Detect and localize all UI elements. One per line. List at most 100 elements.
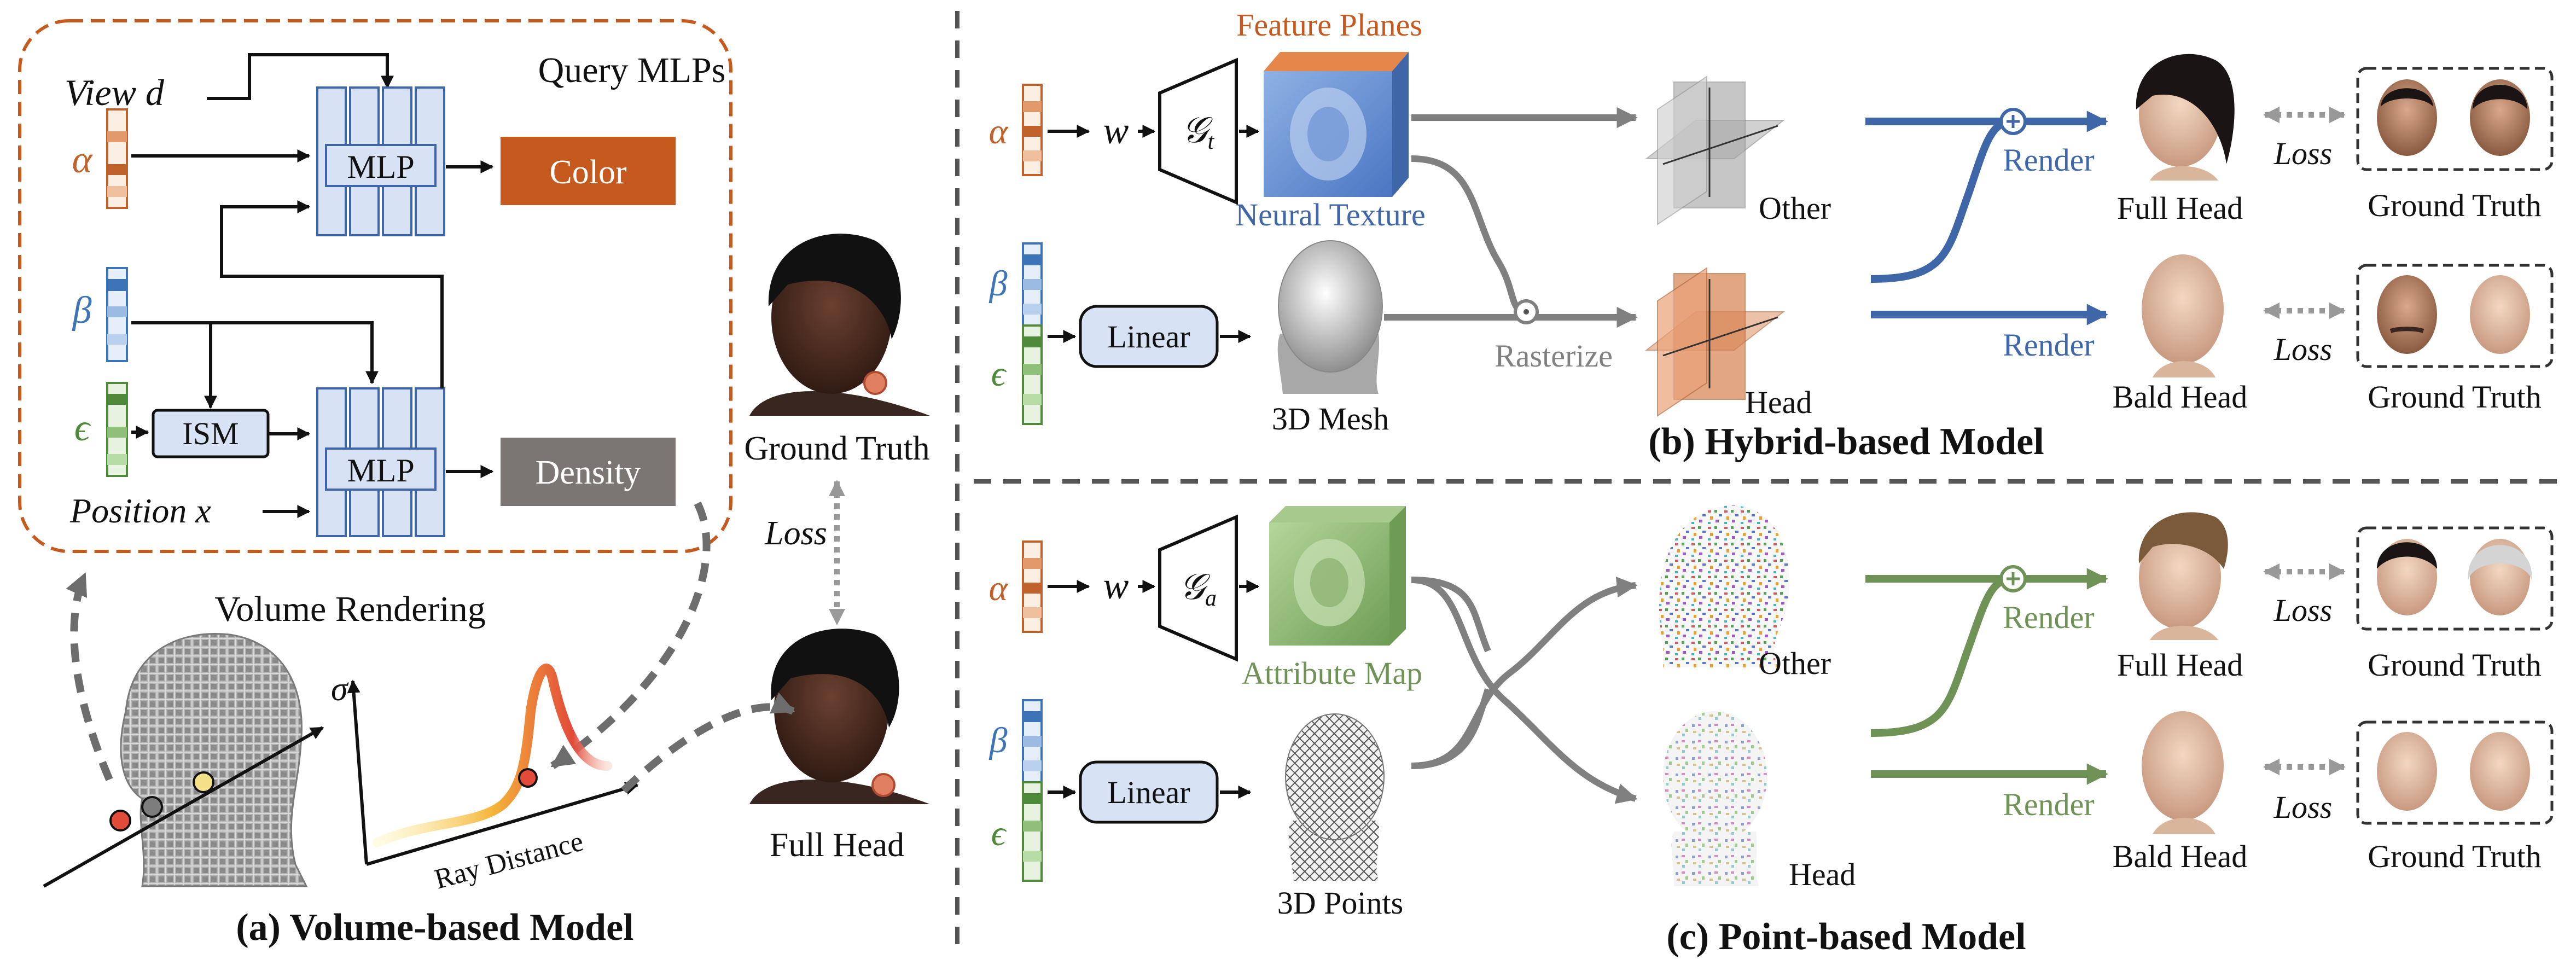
loss-label-a: Loss <box>764 515 827 552</box>
query-dashed-arrow <box>66 572 113 781</box>
gt-frame-bottom-b <box>2356 264 2554 368</box>
beta-branch-line <box>131 321 379 385</box>
caption-a: (a) Volume-based Model <box>236 906 633 949</box>
bald-head-c <box>2142 711 2224 834</box>
epsilon-symbol: ϵ <box>74 407 91 449</box>
panel-a: Query MLPs View d α MLP Color <box>18 19 935 949</box>
query-mlps-label: Query MLPs <box>538 50 726 90</box>
texture-to-raster-curve <box>1411 155 1527 315</box>
w-symbol-b: w <box>1103 110 1129 152</box>
density-curve <box>373 664 612 847</box>
gt-bottom-label-c: Ground Truth <box>2368 839 2541 874</box>
other-label-c: Other <box>1759 646 1831 681</box>
mlp-top-block <box>316 86 445 236</box>
bald-head-label-c: Bald Head <box>2113 839 2247 874</box>
caption-b: (b) Hybrid-based Model <box>1648 421 2044 463</box>
alpha-vector-b <box>1022 84 1043 176</box>
gt-pair-top-b <box>2377 79 2530 156</box>
epsilon-vector-b <box>1022 324 1043 425</box>
sigma-label: σ <box>331 671 349 708</box>
generator-t-trapezoid <box>1158 57 1238 205</box>
alpha-symbol-b: α <box>989 112 1009 152</box>
query-mlps-frame <box>18 19 732 553</box>
mlp-bottom-block <box>316 387 445 537</box>
gt-pair-bottom-c <box>2377 732 2530 811</box>
attribute-map-label: Attribute Map <box>1242 655 1422 691</box>
gt-top-label-c: Ground Truth <box>2368 647 2541 683</box>
epsilon-symbol-b: ϵ <box>991 354 1007 394</box>
linear-label-b: Linear <box>1107 319 1190 354</box>
alpha-symbol: α <box>72 139 93 181</box>
caption-c: (c) Point-based Model <box>1666 916 2026 958</box>
gt-pair-bottom-b <box>2377 275 2530 354</box>
points-head <box>1285 713 1385 881</box>
points-label: 3D Points <box>1277 885 1403 921</box>
render-top-label-b: Render <box>2003 142 2095 178</box>
rasterize-node-dot <box>1523 309 1529 315</box>
bald-head-b <box>2142 254 2224 377</box>
gt-bottom-label-b: Ground Truth <box>2368 379 2541 415</box>
mesh-head <box>1277 240 1383 394</box>
full-head-c <box>2138 512 2228 640</box>
beta-vector <box>106 267 128 362</box>
ism-label: ISM <box>182 416 239 451</box>
rasterize-label: Rasterize <box>1495 338 1613 374</box>
epsilon-symbol-c: ϵ <box>991 813 1007 853</box>
volume-rendering-label: Volume Rendering <box>214 589 486 629</box>
generator-a-trapezoid <box>1158 514 1238 662</box>
plus-sign-c <box>2007 572 2020 585</box>
loss-bottom-label-c: Loss <box>2273 789 2332 825</box>
full-head-label-c: Full Head <box>2117 647 2243 683</box>
render-bottom-label-b: Render <box>2003 327 2095 363</box>
mesh-label: 3D Mesh <box>1272 401 1389 437</box>
full-head-b <box>2136 54 2235 181</box>
bald-head-label-b: Bald Head <box>2113 379 2247 415</box>
gt-pair-top-c <box>2377 539 2532 615</box>
w-symbol-c: w <box>1103 565 1129 607</box>
panel-b: α w 𝒢t Feature Planes Neural Texture β <box>988 7 2554 463</box>
head-label-c: Head <box>1789 857 1856 892</box>
beta-symbol-c: β <box>988 720 1008 760</box>
beta-vector-b <box>1022 242 1043 327</box>
mlp-bottom-label: MLP <box>347 452 414 489</box>
render-dashed-arrow <box>621 692 795 794</box>
alpha-vector <box>106 108 128 209</box>
attribute-map-cube <box>1269 506 1406 646</box>
beta-symbol-b: β <box>988 264 1008 304</box>
head-merge-curve-c <box>1870 575 2014 737</box>
full-head-label-b: Full Head <box>2117 190 2243 226</box>
linear-box-c <box>1079 760 1219 824</box>
map-branch-curve <box>1411 577 1638 804</box>
sample-point-yellow <box>193 771 214 793</box>
points-to-head-curve <box>1411 688 1491 769</box>
curve-peak-point <box>518 768 538 788</box>
render-bottom-label-c: Render <box>2003 787 2095 822</box>
mlp-feedback-arrow <box>220 200 444 388</box>
ray-distance-axis <box>366 782 639 866</box>
alpha-vector-c <box>1022 540 1043 633</box>
loss-top-label-b: Loss <box>2273 136 2332 171</box>
view-arrow <box>207 53 394 100</box>
sample-point-red <box>109 810 131 832</box>
view-direction-label: View d <box>65 72 165 113</box>
triplane-head <box>1645 267 1785 417</box>
head-label-b: Head <box>1745 385 1812 420</box>
voxel-head <box>120 633 308 887</box>
density-box <box>501 438 676 506</box>
color-label: Color <box>549 154 627 191</box>
ray-distance-label: Ray Distance <box>431 826 586 895</box>
triplane-other <box>1645 75 1785 225</box>
gt-frame-top-b <box>2356 67 2554 171</box>
sample-point-gray <box>141 796 163 818</box>
gt-woman-photo <box>744 234 935 416</box>
position-label: Position x <box>69 491 211 530</box>
gt-top-label-b: Ground Truth <box>2368 188 2541 223</box>
full-head-rendered-a <box>744 629 930 804</box>
loss-bottom-label-b: Loss <box>2273 332 2332 367</box>
head-merge-curve-b <box>1870 118 2014 283</box>
density-dashed-arrow <box>550 501 711 769</box>
gt-frame-top-c <box>2356 526 2554 631</box>
epsilon-vector-c <box>1022 781 1043 882</box>
